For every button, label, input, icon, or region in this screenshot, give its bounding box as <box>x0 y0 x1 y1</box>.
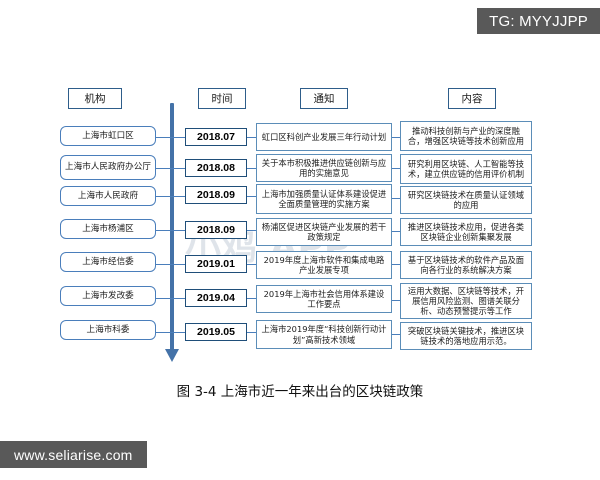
table-row[interactable]: 2018.09 <box>185 186 247 204</box>
connector-line <box>247 230 256 232</box>
connector-line <box>156 168 185 170</box>
connector-line <box>247 264 256 266</box>
connector-line <box>156 230 185 232</box>
timeline-axis-shaft <box>170 103 174 351</box>
watermark-top-right: TG: MYYJJPP <box>477 8 600 34</box>
connector-line <box>156 137 185 139</box>
connector-line <box>156 332 185 334</box>
table-row[interactable]: 2019年上海市社会信用体系建设工作要点 <box>256 285 392 313</box>
connector-line <box>392 168 400 170</box>
connector-line <box>247 137 256 139</box>
table-row[interactable]: 2018.09 <box>185 221 247 239</box>
connector-line <box>392 300 400 302</box>
connector-line <box>392 137 400 139</box>
table-row[interactable]: 上海市经信委 <box>60 252 156 272</box>
connector-line <box>156 298 185 300</box>
table-row[interactable]: 2019年度上海市软件和集成电路产业发展专项 <box>256 251 392 279</box>
watermark-bottom-left: www.seliarise.com <box>0 441 147 468</box>
connector-line <box>247 332 256 334</box>
table-row[interactable]: 上海市科委 <box>60 320 156 340</box>
column-header-notice: 通知 <box>300 88 348 109</box>
table-row[interactable]: 上海市发改委 <box>60 286 156 306</box>
table-row[interactable]: 2018.07 <box>185 128 247 146</box>
table-row[interactable]: 杨浦区促进区块链产业发展的若干政策规定 <box>256 218 392 246</box>
connector-line <box>392 231 400 233</box>
connector-line <box>392 264 400 266</box>
table-row[interactable]: 上海市虹口区 <box>60 126 156 146</box>
figure-caption: 图 3-4 上海市近一年来出台的区块链政策 <box>176 384 424 400</box>
table-row[interactable]: 2019.04 <box>185 289 247 307</box>
connector-line <box>392 334 400 336</box>
table-row[interactable]: 基于区块链技术的软件产品及面向各行业的系统解决方案 <box>400 251 532 279</box>
connector-line <box>156 264 185 266</box>
table-row[interactable]: 关于本市积极推进供应链创新与应用的实施意见 <box>256 154 392 182</box>
table-row[interactable]: 突破区块链关键技术，推进区块链技术的落地应用示范。 <box>400 322 532 350</box>
table-row[interactable]: 推进区块链技术应用，促进各类区块链企业创新集聚发展 <box>400 218 532 246</box>
table-row[interactable]: 上海市加强质量认证体系建设促进全面质量管理的实施方案 <box>256 184 392 214</box>
connector-line <box>247 168 256 170</box>
table-row[interactable]: 上海市杨浦区 <box>60 219 156 239</box>
table-row[interactable]: 运用大数据、区块链等技术，开展信用风险监测、图谱关联分析、动态预警提示等工作 <box>400 283 532 319</box>
table-row[interactable]: 上海市2019年度“科技创新行动计划”高新技术领域 <box>256 320 392 349</box>
column-header-content: 内容 <box>448 88 496 109</box>
table-row[interactable]: 2019.01 <box>185 255 247 273</box>
table-row[interactable]: 上海市人民政府 <box>60 186 156 206</box>
connector-line <box>156 196 185 198</box>
table-row[interactable]: 2019.05 <box>185 323 247 341</box>
connector-line <box>247 196 256 198</box>
connector-line <box>392 198 400 200</box>
table-row[interactable]: 研究区块链技术在质量认证领域的应用 <box>400 186 532 214</box>
connector-line <box>247 298 256 300</box>
table-row[interactable]: 推动科技创新与产业的深度融合，增强区块链等技术创新应用 <box>400 121 532 151</box>
table-row[interactable]: 2018.08 <box>185 159 247 177</box>
column-header-organization: 机构 <box>68 88 122 109</box>
column-header-time: 时间 <box>198 88 246 109</box>
table-row[interactable]: 研究利用区块链、人工智能等技术，建立供应链的信用评价机制 <box>400 154 532 184</box>
table-row[interactable]: 上海市人民政府办公厅 <box>60 155 156 180</box>
table-row[interactable]: 虹口区科创产业发展三年行动计划 <box>256 123 392 151</box>
timeline-axis-arrowhead <box>165 349 179 362</box>
